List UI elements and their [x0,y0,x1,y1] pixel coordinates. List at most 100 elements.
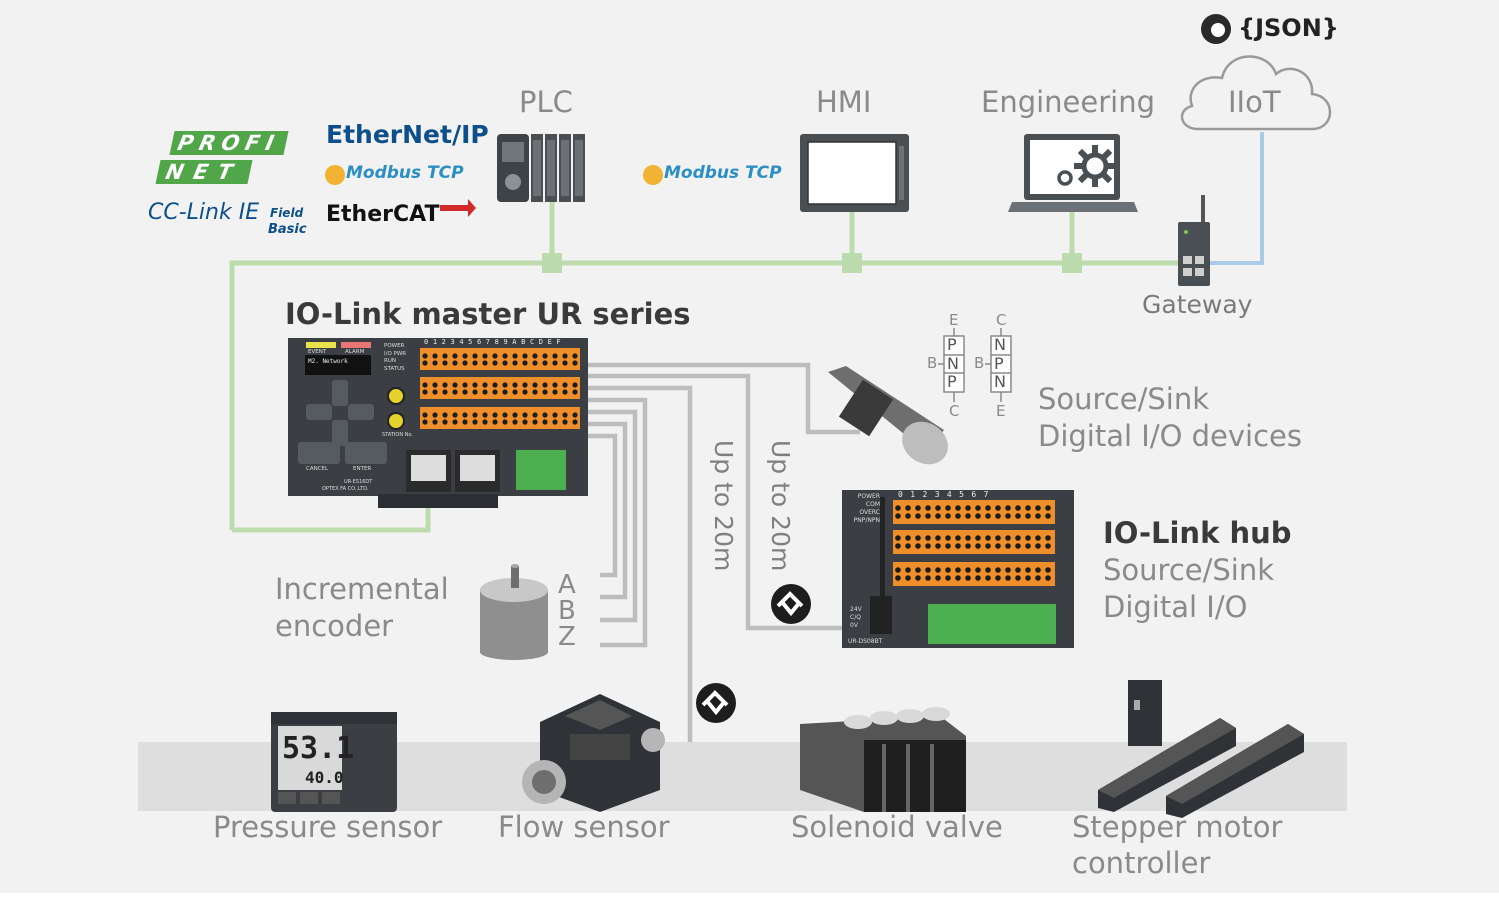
solenoid-valve-device [800,707,966,812]
flow-sensor-device [522,694,665,812]
io-link-master-device [288,338,588,508]
terminal-hole [935,567,941,573]
terminal-hole [905,535,911,541]
terminal-hole [985,505,991,511]
terminal-hole [1015,575,1021,581]
terminal-hole [1005,575,1011,581]
terminal-hole [472,353,478,359]
encoder-label-line-2: encoder [275,609,394,644]
iiot-link-line [1210,132,1264,265]
pressure-sensor-device [271,712,397,812]
terminal-hole [915,535,921,541]
terminal-hole [542,412,548,418]
hub-pnp-text: PNP/NPN [853,517,880,524]
terminal-hole [995,543,1001,549]
terminal-hole [935,535,941,541]
terminal-hole [935,543,941,549]
terminal-hole [562,382,568,388]
terminal-hole [482,382,488,388]
terminal-hole [1045,543,1051,549]
terminal-hole [945,543,951,549]
hub-power-pin-texts: 24V C/Q 0V [850,606,862,630]
terminal-hole [442,382,448,388]
pressure-sensor-label: Pressure sensor [213,810,443,844]
terminal-hole [482,412,488,418]
terminal-hole [432,360,438,366]
terminal-hole [905,505,911,511]
cc-link-basic-text: Basic [268,222,307,237]
terminal-hole [1035,567,1041,573]
terminal-hole [532,412,538,418]
terminal-hole [925,513,931,519]
terminal-hole [915,513,921,519]
terminal-hole [552,412,558,418]
terminal-hole [432,389,438,395]
pnp-layer-3: P [947,372,957,391]
terminal-hole [955,535,961,541]
terminal-hole [1025,505,1031,511]
terminal-hole [482,419,488,425]
terminal-hole [492,360,498,366]
stepper-motor-controller-device [1098,680,1304,818]
terminal-hole [562,389,568,395]
terminal-hole [1045,575,1051,581]
terminal-hole [432,419,438,425]
terminal-hole [1025,567,1031,573]
io-link-logo-icon [696,683,736,723]
terminal-hole [1015,535,1021,541]
terminal-hole [512,382,518,388]
master-status-texts: POWER I/O PWR RUN STATUS [384,343,406,373]
terminal-hole [1035,543,1041,549]
terminal-hole [945,575,951,581]
hub-model-text: UR-DS08BT [848,638,883,645]
terminal-hole [925,575,931,581]
terminal-hole [985,543,991,549]
terminal-hole [462,389,468,395]
io-link-hub-device [842,490,1074,648]
cc-link-field-text: Field [270,206,304,220]
terminal-hole [512,412,518,418]
terminal-hole [552,353,558,359]
master-enter-text: ENTER [353,466,372,472]
terminal-hole [1005,535,1011,541]
terminal-hole [472,412,478,418]
master-screen-text: M2. Network [308,358,348,365]
terminal-hole [442,389,448,395]
cable-length-label-a: Up to 20m [709,440,738,572]
terminal-hole [895,513,901,519]
terminal-hole [552,419,558,425]
terminal-hole [1035,535,1041,541]
master-io-pwr-text: I/O PWR [384,350,407,357]
encoder-label-line-1: Incremental [275,572,449,606]
terminal-hole [945,505,951,511]
terminal-hole [975,567,981,573]
terminal-hole [512,360,518,366]
terminal-hole [442,353,448,359]
terminal-hole [945,535,951,541]
terminal-hole [432,353,438,359]
terminal-hole [985,567,991,573]
io-link-master-title: IO-Link master UR series [285,297,691,331]
npn-base-label: B [974,354,985,372]
terminal-hole [452,360,458,366]
master-alarm-text: ALARM [345,349,365,355]
terminal-hole [572,419,578,425]
json-label: {JSON} [1238,14,1339,42]
terminal-hole [502,412,508,418]
terminal-hole [472,419,478,425]
terminal-hole [895,567,901,573]
npn-transistor-symbol [985,328,1012,402]
terminal-hole [492,419,498,425]
source-sink-devices-line-1: Source/Sink [1038,382,1210,416]
terminal-hole [422,412,428,418]
engineering-label: Engineering [981,85,1155,119]
terminal-hole [462,360,468,366]
terminal-hole [452,353,458,359]
terminal-hole [1035,505,1041,511]
terminal-hole [1045,535,1051,541]
terminal-hole [472,382,478,388]
pressure-sub-readout: 40.0 [305,768,344,787]
hub-status-texts: POWER COM OVERC PNP/NPN [852,493,880,525]
iiot-cloud-icon [1180,55,1332,131]
pnp-layer-2: N [947,353,959,373]
